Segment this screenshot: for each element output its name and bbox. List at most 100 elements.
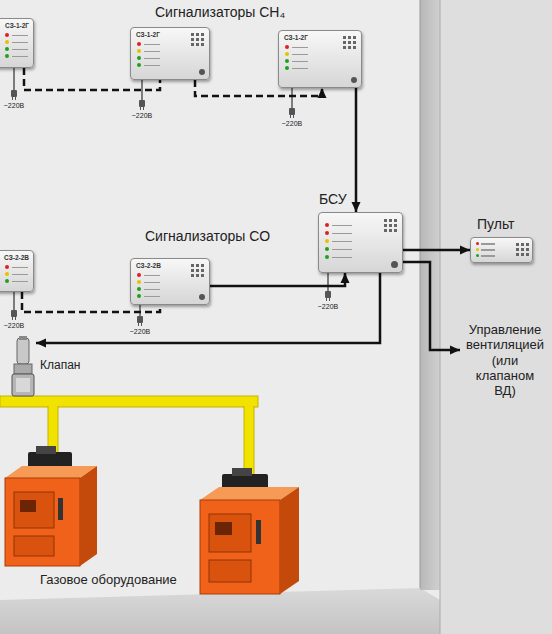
room-wall bbox=[0, 0, 420, 634]
indicator-caption-bar bbox=[481, 255, 495, 257]
indicator bbox=[391, 261, 398, 268]
indicator-caption-bar bbox=[12, 35, 28, 37]
indicator bbox=[353, 41, 356, 44]
valve-part bbox=[16, 378, 30, 392]
indicator bbox=[526, 248, 529, 251]
indicator bbox=[196, 264, 199, 267]
indicator bbox=[285, 66, 289, 70]
indicator bbox=[199, 294, 205, 300]
indicator-caption-bar bbox=[292, 47, 308, 49]
indicator-caption-bar bbox=[144, 44, 160, 46]
indicator bbox=[137, 56, 141, 60]
indicator bbox=[199, 69, 205, 75]
indicator bbox=[5, 272, 9, 276]
indicator bbox=[285, 59, 289, 63]
signal-line bbox=[355, 88, 358, 212]
power-label: ~220В bbox=[282, 120, 302, 127]
device-model: СЗ-1-2Г bbox=[284, 34, 308, 41]
indicator bbox=[516, 248, 519, 251]
indicator bbox=[5, 279, 9, 283]
power-plugs bbox=[11, 90, 331, 326]
indicator bbox=[137, 42, 141, 46]
indicator-caption-bar bbox=[12, 56, 28, 58]
indicator bbox=[196, 43, 199, 46]
indicator bbox=[348, 36, 351, 39]
group-title: Сигнализаторы CO bbox=[145, 228, 270, 244]
indicator bbox=[325, 255, 329, 259]
indicator bbox=[191, 38, 194, 41]
arrowhead bbox=[352, 202, 361, 212]
signal-line bbox=[210, 273, 345, 286]
indicator bbox=[526, 253, 529, 256]
indicator-caption-bar bbox=[332, 233, 352, 235]
co-detector: СЗ-2-2В bbox=[130, 258, 210, 305]
wall-line bbox=[440, 0, 441, 634]
unit-heading: Пульт bbox=[477, 216, 515, 232]
indicator bbox=[476, 254, 479, 257]
indicator bbox=[389, 219, 392, 222]
output-label: Управление вентиляцией (или клапаном ВД) bbox=[464, 322, 546, 399]
power-label: ~220В bbox=[318, 303, 338, 310]
valve-symbol bbox=[10, 336, 36, 398]
gas-boiler bbox=[200, 468, 299, 594]
signal-line bbox=[403, 249, 470, 252]
indicator bbox=[389, 224, 392, 227]
indicator bbox=[353, 36, 356, 39]
indicator bbox=[285, 52, 289, 56]
indicator bbox=[343, 46, 346, 49]
next-room bbox=[440, 0, 552, 634]
gas-boiler bbox=[5, 446, 97, 566]
signal-line bbox=[403, 262, 460, 350]
remote-panel: Пульт bbox=[470, 237, 533, 263]
indicator-caption-bar bbox=[12, 42, 28, 44]
equipment-caption: Газовое оборудование bbox=[40, 572, 177, 587]
co-detector: СЗ-2-2В bbox=[0, 250, 34, 292]
indicator bbox=[196, 274, 199, 277]
arrowhead bbox=[36, 339, 46, 348]
indicator-caption-bar bbox=[292, 54, 308, 56]
indicator bbox=[201, 264, 204, 267]
indicator bbox=[201, 269, 204, 272]
indicator-caption-bar bbox=[12, 267, 28, 269]
indicator bbox=[201, 43, 204, 46]
ch4-detector: СЗ-1-2Г bbox=[0, 18, 34, 68]
arrowhead bbox=[341, 273, 350, 283]
indicator-caption-bar bbox=[144, 58, 160, 60]
arrowhead bbox=[460, 246, 470, 255]
indicator bbox=[5, 40, 9, 44]
indicator bbox=[5, 47, 9, 51]
indicator bbox=[191, 274, 194, 277]
unit-heading: Клапан bbox=[40, 358, 80, 372]
indicator bbox=[348, 41, 351, 44]
indicator bbox=[526, 243, 529, 246]
indicator bbox=[325, 239, 329, 243]
indicator bbox=[5, 265, 9, 269]
indicator bbox=[191, 33, 194, 36]
indicator bbox=[476, 242, 479, 245]
unit-heading: БСУ bbox=[319, 191, 347, 207]
indicator bbox=[5, 33, 9, 37]
indicator-caption-bar bbox=[481, 249, 495, 251]
indicator-caption-bar bbox=[144, 289, 160, 291]
gas-valve: Клапан bbox=[10, 336, 36, 398]
indicator bbox=[196, 269, 199, 272]
indicator bbox=[137, 63, 141, 67]
indicator bbox=[516, 253, 519, 256]
indicator-caption-bar bbox=[332, 225, 352, 227]
device-model: СЗ-1-2Г bbox=[136, 31, 160, 38]
indicator bbox=[353, 46, 356, 49]
indicator bbox=[521, 248, 524, 251]
power-label: ~220В bbox=[130, 328, 150, 335]
indicator bbox=[196, 33, 199, 36]
indicator bbox=[394, 224, 397, 227]
indicator bbox=[191, 269, 194, 272]
floor bbox=[0, 588, 440, 634]
indicator bbox=[516, 243, 519, 246]
indicator bbox=[137, 287, 141, 291]
indicator bbox=[325, 247, 329, 251]
indicator bbox=[343, 41, 346, 44]
indicator bbox=[389, 229, 392, 232]
indicator bbox=[196, 38, 199, 41]
indicator bbox=[394, 219, 397, 222]
